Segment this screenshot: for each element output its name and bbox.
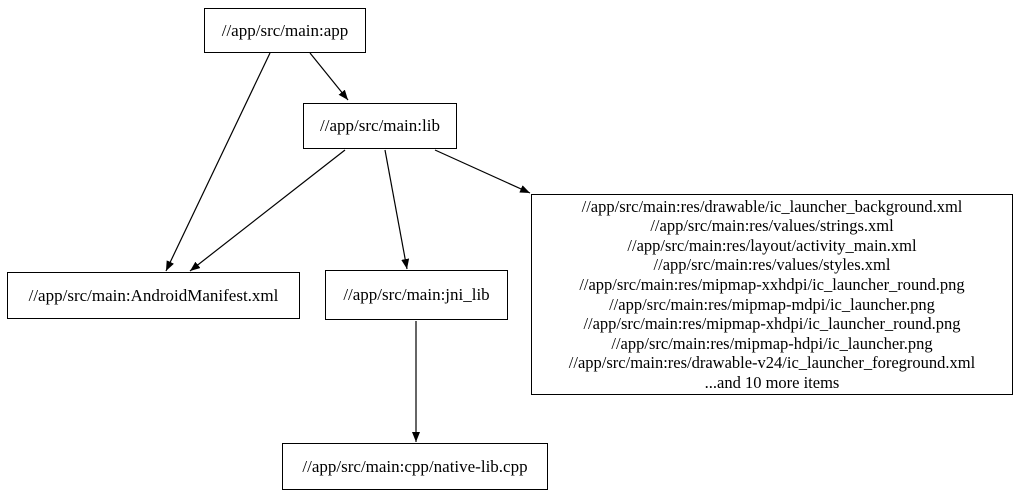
res-group-line: //app/src/main:res/mipmap-mdpi/ic_launch… bbox=[609, 294, 935, 314]
res-group-line: //app/src/main:res/mipmap-hdpi/ic_launch… bbox=[611, 333, 933, 353]
node-lib: //app/src/main:lib bbox=[303, 103, 457, 149]
res-group-more-items: ...and 10 more items bbox=[704, 372, 840, 392]
node-native-lib-cpp: //app/src/main:cpp/native-lib.cpp bbox=[282, 443, 548, 490]
node-android-manifest: //app/src/main:AndroidManifest.xml bbox=[7, 272, 300, 319]
node-android-manifest-label: //app/src/main:AndroidManifest.xml bbox=[28, 285, 279, 305]
edge-lib-to-res-group bbox=[434, 149, 531, 194]
node-jni-lib-label: //app/src/main:jni_lib bbox=[343, 285, 490, 305]
node-native-lib-cpp-label: //app/src/main:cpp/native-lib.cpp bbox=[302, 456, 528, 476]
res-group-line: //app/src/main:res/drawable-v24/ic_launc… bbox=[568, 353, 976, 373]
res-group-line: //app/src/main:res/layout/activity_main.… bbox=[627, 235, 917, 255]
edge-lib-to-jni-lib bbox=[384, 149, 410, 270]
edge-lib-to-manifest bbox=[189, 149, 346, 272]
res-group-line: //app/src/main:res/mipmap-xxhdpi/ic_laun… bbox=[579, 274, 965, 294]
res-group-line: //app/src/main:res/values/styles.xml bbox=[653, 255, 891, 275]
node-lib-label: //app/src/main:lib bbox=[320, 116, 440, 136]
res-group-line: //app/src/main:res/mipmap-xhdpi/ic_launc… bbox=[583, 314, 961, 334]
res-group-line: //app/src/main:res/values/strings.xml bbox=[650, 216, 894, 236]
node-jni-lib: //app/src/main:jni_lib bbox=[325, 270, 508, 320]
node-res-group: //app/src/main:res/drawable/ic_launcher_… bbox=[531, 194, 1013, 395]
edge-app-to-lib bbox=[309, 52, 349, 101]
res-group-line: //app/src/main:res/drawable/ic_launcher_… bbox=[581, 196, 963, 216]
edge-app-to-manifest bbox=[165, 52, 271, 272]
node-app: //app/src/main:app bbox=[204, 8, 366, 53]
node-app-label: //app/src/main:app bbox=[221, 20, 349, 40]
